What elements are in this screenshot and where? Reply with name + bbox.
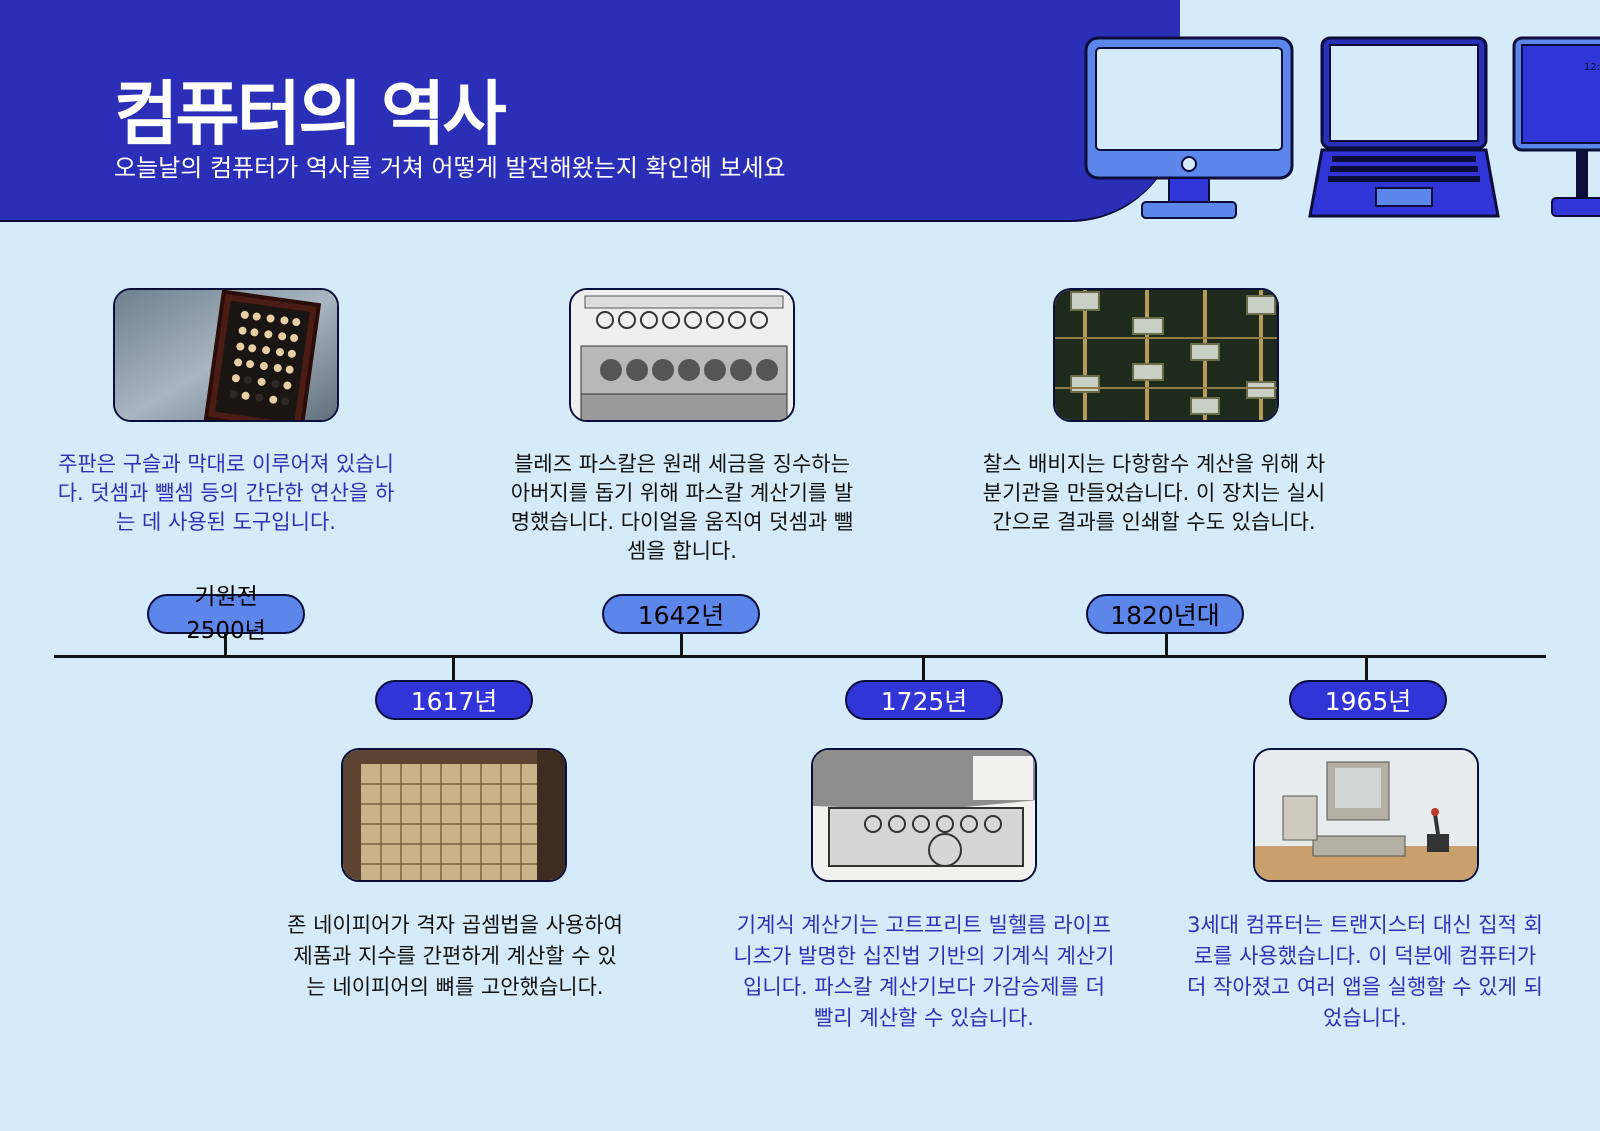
header-banner: 컴퓨터의 역사 오늘날의 컴퓨터가 역사를 거쳐 어떻게 발전해왔는지 확인해 … (0, 0, 1180, 222)
pascaline-photo (569, 288, 795, 422)
description-1820s: 찰스 배비지는 다항함수 계산을 위해 차분기관을 만들었습니다. 이 장치는 … (982, 452, 1326, 534)
year-label-1725: 1725년 (845, 680, 1003, 720)
timeline-tick (1365, 657, 1368, 681)
timeline-axis (54, 655, 1546, 658)
year-label-1820s: 1820년대 (1086, 594, 1244, 634)
description-1617: 존 네이피어가 격자 곱셈법을 사용하여 제품과 지수를 간편하게 계산할 수 … (287, 913, 623, 999)
difference-engine-photo (1053, 288, 1279, 422)
year-text: 1820년대 (1110, 601, 1220, 630)
year-label-1617: 1617년 (375, 680, 533, 720)
year-label-1642: 1642년 (602, 594, 760, 634)
page-subtitle: 오늘날의 컴퓨터가 역사를 거쳐 어떻게 발전해왔는지 확인해 보세요 (114, 154, 786, 182)
timeline-tick (680, 634, 683, 658)
year-label-2500bc: 기원전 2500년 (147, 584, 305, 644)
description-1725: 기계식 계산기는 고트프리트 빌헬름 라이프니츠가 발명한 십진법 기반의 기계… (733, 913, 1115, 1030)
tablet-clock: 12: (1584, 62, 1600, 73)
year-label-1965: 1965년 (1289, 680, 1447, 720)
year-text: 1617년 (410, 687, 498, 716)
timeline-tick (452, 657, 455, 681)
year-text: 기원전 2500년 (186, 584, 266, 644)
year-text: 1965년 (1324, 687, 1412, 716)
leibniz-calculator-photo (811, 748, 1037, 882)
description-1642: 블레즈 파스칼은 원래 세금을 징수하는 아버지를 돕기 위해 파스칼 계산기를… (510, 452, 854, 563)
description-2500bc: 주판은 구슬과 막대로 이루어져 있습니다. 덧셈과 뺄셈 등의 간단한 연산을… (57, 452, 395, 534)
desktop-monitor-icon (1084, 36, 1294, 219)
timeline-tick (1165, 634, 1168, 658)
year-text: 1642년 (637, 601, 725, 630)
napiers-bones-photo (341, 748, 567, 882)
year-text: 1725년 (880, 687, 968, 716)
page-title: 컴퓨터의 역사 (114, 73, 507, 155)
laptop-icon (1308, 36, 1500, 218)
timeline-tick (922, 657, 925, 681)
tablet-device: 12: (1512, 36, 1600, 222)
timeline-tick (224, 634, 227, 658)
tablet-icon (1512, 36, 1600, 217)
description-1965: 3세대 컴퓨터는 트랜지스터 대신 집적 회로를 사용했습니다. 이 덕분에 컴… (1187, 913, 1543, 1030)
third-gen-computer-photo (1253, 748, 1479, 882)
abacus-photo (113, 288, 339, 422)
